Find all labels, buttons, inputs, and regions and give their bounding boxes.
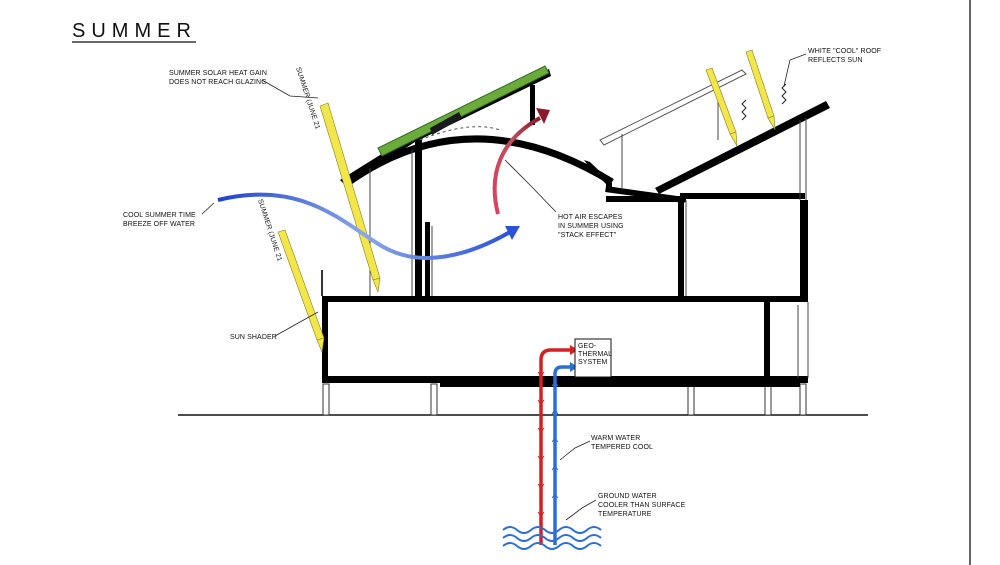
cool-roof-label-1: WHITE "COOL" ROOF <box>808 48 881 55</box>
reflection-squiggle <box>781 83 787 105</box>
panel-shadow <box>430 112 462 135</box>
breeze-arrowhead <box>505 226 520 240</box>
geothermal-system-box <box>574 338 612 378</box>
sun-shader-label: SUN SHADER <box>230 334 277 341</box>
sun-angle-lower-label: SUMMER (JUNE 21 <box>256 198 283 262</box>
label-leaders <box>201 53 807 521</box>
solar-panel <box>377 65 550 157</box>
reflection-squiggle <box>741 99 747 121</box>
ground-water-label-3: TEMPERATURE <box>598 511 652 518</box>
cool-breeze-label-2: BREEZE OFF WATER <box>123 221 195 228</box>
floor-slabs <box>322 200 809 387</box>
diagram-title: SUMMER <box>72 20 197 42</box>
ground-water-waves <box>502 526 602 550</box>
hot-air-arrowhead <box>536 108 550 124</box>
cool-breeze-arrow <box>217 192 511 260</box>
solar-gain-label-2: DOES NOT REACH GLAZING <box>169 79 267 86</box>
ground-water-label-2: COOLER THAN SURFACE <box>598 502 686 509</box>
sun-angle-upper-label: SUMMER (JUNE 21 <box>294 66 321 130</box>
hot-air-arrow <box>492 116 541 215</box>
warm-water-label-2: TEMPERED COOL <box>591 444 653 451</box>
geothermal-label-1: GEO- <box>578 343 597 350</box>
hot-air-label-1: HOT AIR ESCAPES <box>558 214 623 221</box>
foundation-piers <box>322 383 807 416</box>
geothermal-pipes <box>537 345 578 545</box>
solar-gain-label-1: SUMMER SOLAR HEAT GAIN <box>169 70 267 77</box>
hot-air-label-3: "STACK EFFECT" <box>558 232 617 239</box>
ground-water-label-1: GROUND WATER <box>598 493 657 500</box>
building-structure <box>321 69 830 298</box>
geothermal-label-3: SYSTEM <box>578 359 607 366</box>
geothermal-label-2: THERMAL <box>578 351 612 358</box>
hot-air-label-2: IN SUMMER USING <box>558 223 624 230</box>
warm-water-label-1: WARM WATER <box>591 435 640 442</box>
cool-breeze-label-1: COOL SUMMER TIME <box>123 212 196 219</box>
cool-roof-label-2: REFLECTS SUN <box>808 57 863 64</box>
